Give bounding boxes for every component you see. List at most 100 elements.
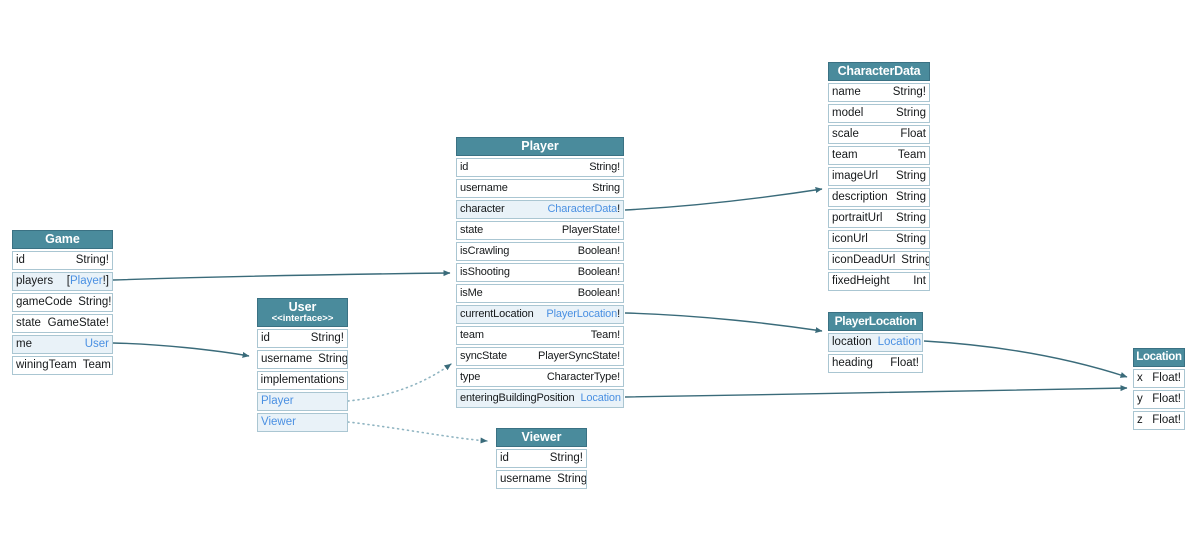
- type-header[interactable]: Viewer: [496, 428, 587, 447]
- field-type: GameState!: [48, 315, 109, 332]
- type-text: !: [921, 336, 922, 348]
- field-type: Team!: [591, 327, 620, 344]
- field-name: description: [832, 191, 888, 203]
- type-header[interactable]: PlayerLocation: [828, 312, 923, 331]
- field-name: isShooting: [460, 266, 510, 278]
- field-type: String: [557, 471, 587, 488]
- field-name: fixedHeight: [832, 275, 890, 287]
- type-link[interactable]: PlayerLocation: [546, 308, 618, 320]
- type-link[interactable]: CharacterData: [547, 203, 618, 215]
- field-row[interactable]: id String!: [456, 158, 624, 177]
- field-name: gameCode: [16, 296, 73, 308]
- type-link[interactable]: Location: [580, 392, 621, 404]
- type-link[interactable]: Player: [261, 395, 294, 407]
- field-name: me: [16, 338, 32, 350]
- type-header[interactable]: User<<interface>>: [257, 298, 348, 327]
- field-row[interactable]: enteringBuildingPosition Location: [456, 389, 624, 408]
- type-link[interactable]: Player: [70, 275, 103, 287]
- implementation-link-row[interactable]: Player: [257, 392, 348, 411]
- type-text: Boolean!: [577, 287, 620, 299]
- field-row[interactable]: username String: [496, 470, 587, 489]
- field-type: User: [85, 336, 109, 353]
- type-text: Float!: [1152, 393, 1181, 405]
- field-name: username: [500, 473, 552, 485]
- field-name: id: [500, 452, 509, 464]
- type-text: Int: [913, 275, 926, 287]
- type-text: String: [895, 107, 926, 119]
- type-text: Team: [897, 149, 926, 161]
- type-text: Float!: [1152, 414, 1181, 426]
- type-text: PlayerState!: [561, 224, 620, 236]
- type-header[interactable]: Game: [12, 230, 113, 249]
- field-name: isMe: [460, 287, 483, 299]
- field-type: String: [896, 105, 926, 122]
- edge-user-player-implementation: [347, 363, 452, 402]
- field-type: String: [901, 252, 930, 269]
- field-type: Float!: [1152, 412, 1181, 429]
- field-row[interactable]: me User: [12, 335, 113, 354]
- implementation-link-row[interactable]: Viewer: [257, 413, 348, 432]
- field-type: Team: [83, 357, 111, 374]
- type-header[interactable]: Player: [456, 137, 624, 156]
- type-link[interactable]: Location: [877, 336, 922, 348]
- field-type: Boolean!: [578, 285, 620, 302]
- field-type: String: [896, 231, 926, 248]
- field-row[interactable]: fixedHeight Int: [828, 272, 930, 291]
- type-text: [: [66, 275, 70, 287]
- type-text: !: [617, 308, 620, 320]
- type-text: String: [901, 254, 930, 266]
- field-name: enteringBuildingPosition: [460, 392, 575, 404]
- field-row[interactable]: imageUrl String: [828, 167, 930, 186]
- field-name: id: [460, 161, 469, 173]
- type-text: String: [895, 212, 926, 224]
- type-header[interactable]: Location: [1133, 348, 1185, 367]
- type-text: String!: [589, 161, 620, 173]
- type-link[interactable]: User: [84, 338, 109, 350]
- field-name: name: [832, 86, 861, 98]
- type-header[interactable]: CharacterData: [828, 62, 930, 81]
- section-label: implementations: [260, 374, 345, 386]
- edge-player-character-to-characterdata: [624, 187, 823, 211]
- field-type: String: [896, 168, 926, 185]
- type-title: Viewer: [521, 430, 562, 444]
- field-type: Team: [898, 147, 926, 164]
- field-name: id: [261, 332, 270, 344]
- field-name: imageUrl: [832, 170, 879, 182]
- field-type: Float!: [1152, 370, 1181, 387]
- field-row[interactable]: isMe Boolean!: [456, 284, 624, 303]
- field-type: String: [896, 210, 926, 227]
- type-link[interactable]: Viewer: [261, 416, 296, 428]
- type-text: String: [557, 473, 587, 485]
- field-row[interactable]: players[Player!]: [12, 272, 113, 291]
